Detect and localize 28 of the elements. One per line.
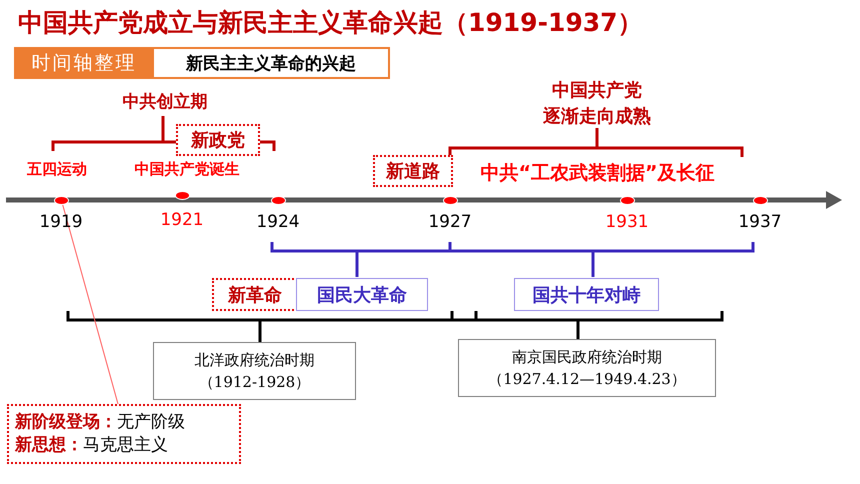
circle-marker <box>175 191 190 200</box>
period-box: 北洋政府统治时期 （1912-1928） <box>153 342 356 400</box>
dotted-box: 新政党 <box>176 124 260 156</box>
event-label: 中共创立期 <box>122 91 208 113</box>
event-label: 中国共产党诞生 <box>134 160 240 179</box>
leader-line <box>62 204 118 404</box>
year-label: 1924 <box>255 212 301 232</box>
tag-box: 时间轴整理 <box>14 47 154 79</box>
event-label: 中共“工农武装割据”及长征 <box>480 161 716 186</box>
period-box: 国共十年对峙 <box>514 278 659 311</box>
year-label: 1931 <box>604 212 650 232</box>
year-label: 1927 <box>427 212 473 232</box>
circle-marker <box>443 196 458 205</box>
circle-marker <box>753 196 768 205</box>
circle-marker <box>271 196 286 205</box>
year-label: 1921 <box>159 210 205 230</box>
year-label: 1937 <box>737 212 783 232</box>
period-box: 南京国民政府统治时期 （1927.4.12—1949.4.23） <box>458 339 716 397</box>
subtitle-box: 新民主主义革命的兴起 <box>154 47 390 79</box>
circle-marker <box>620 196 635 205</box>
event-label: 中国共产党 <box>551 79 643 102</box>
event-label: 逐渐走向成熟 <box>542 105 652 128</box>
event-label: 五四运动 <box>26 160 88 179</box>
note-box: 新阶级登场：无产阶级 新思想：马克思主义 <box>7 404 241 464</box>
title: 中国共产党成立与新民主主义革命兴起（1919-1937） <box>18 7 643 39</box>
period-box: 国民大革命 <box>296 278 428 311</box>
circle-marker <box>54 196 69 205</box>
dotted-box: 新道路 <box>373 155 453 187</box>
